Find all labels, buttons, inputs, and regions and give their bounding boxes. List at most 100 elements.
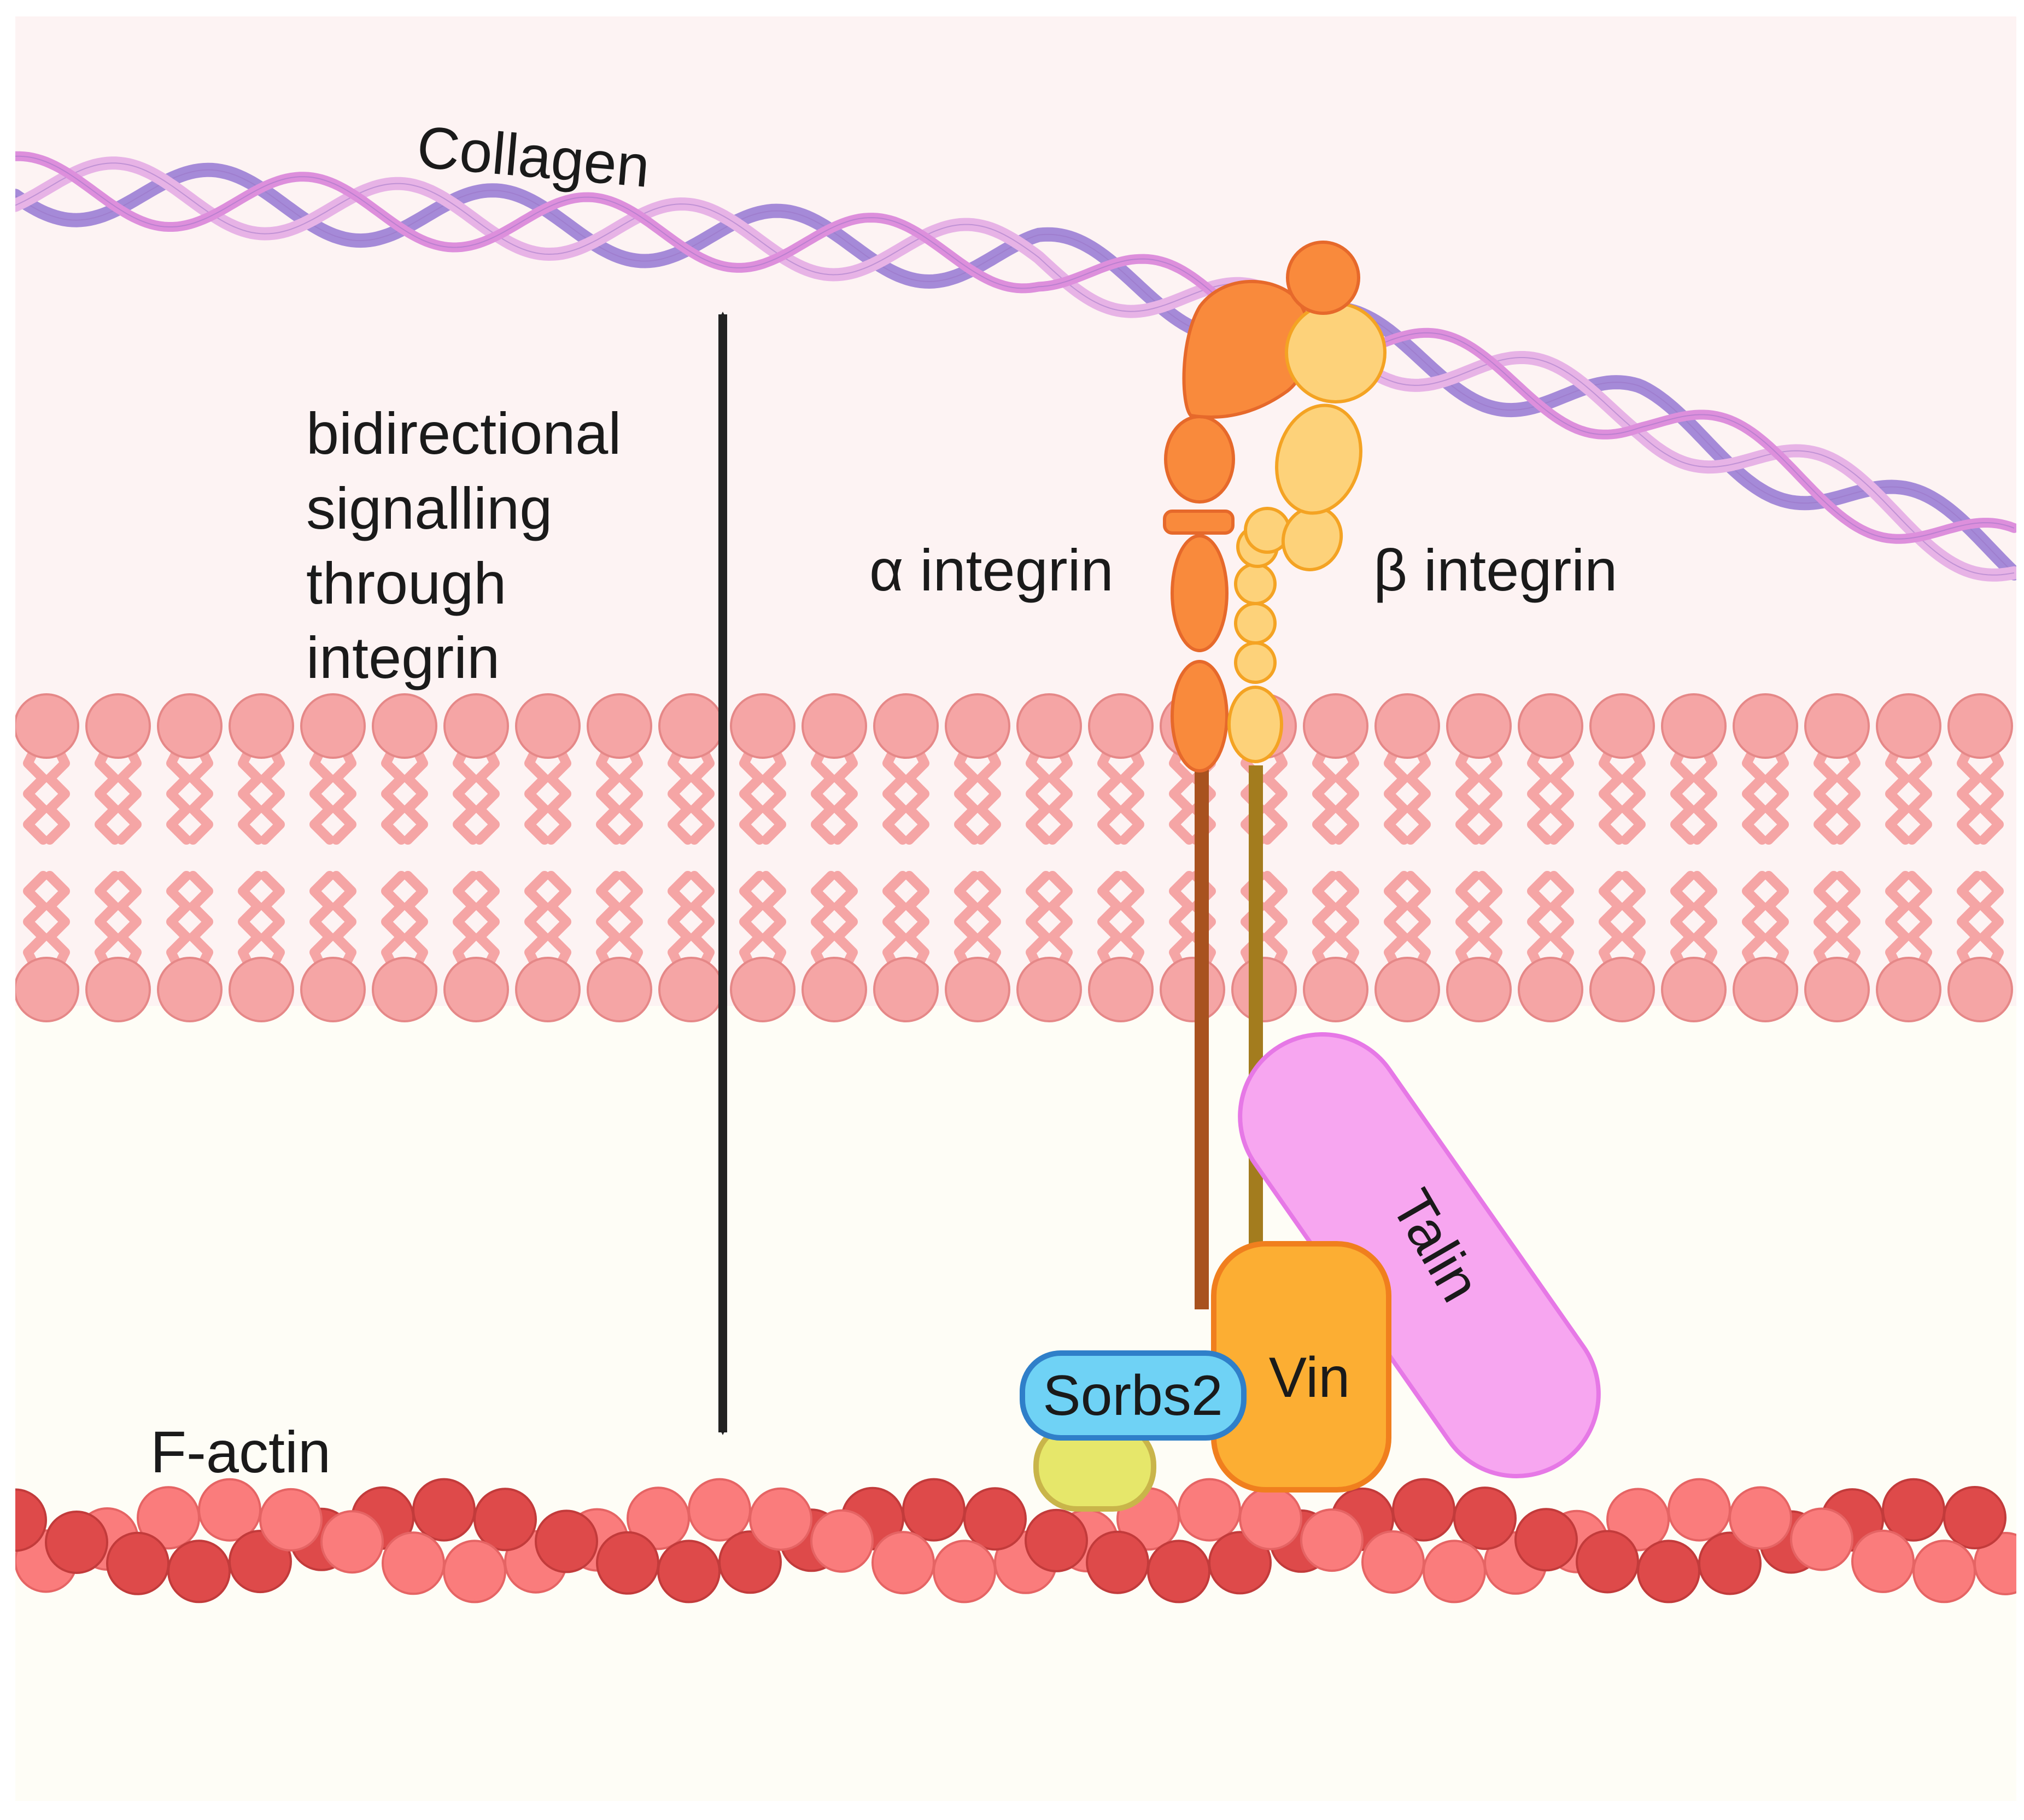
- lipid-head-inner: [1231, 957, 1297, 1022]
- lipid-head-inner: [300, 957, 366, 1022]
- lipid-tail: [689, 871, 715, 973]
- beta-integrin-label: β integrin: [1373, 537, 1617, 603]
- lipid-tail: [904, 743, 929, 845]
- actin-monomer: [1086, 1530, 1149, 1594]
- lipid-tail: [1670, 743, 1695, 845]
- alpha-integrin-genu: [1163, 510, 1235, 535]
- lipid-tail: [1764, 871, 1789, 973]
- lipid-tail: [761, 871, 786, 973]
- lipid-tail: [1477, 743, 1502, 845]
- lipid-tail: [1097, 743, 1122, 845]
- beta-integrin-psi-top: [1286, 241, 1360, 315]
- lipid-head-inner: [1661, 957, 1727, 1022]
- actin-monomer: [1453, 1487, 1517, 1550]
- lipid-tail: [739, 871, 764, 973]
- lipid-tail: [524, 871, 549, 973]
- lipid-tail: [45, 871, 70, 973]
- actin-monomer: [1576, 1530, 1639, 1594]
- lipid-tail: [1692, 743, 1717, 845]
- lipid-tail: [1119, 871, 1144, 973]
- lipid-tail: [116, 743, 142, 845]
- actin-monomer: [1392, 1478, 1455, 1542]
- actin-monomer: [1208, 1531, 1272, 1595]
- lipid-head-inner: [873, 957, 939, 1022]
- lipid-head-inner: [1016, 957, 1082, 1022]
- sorbs2-label: Sorbs2: [1043, 1364, 1223, 1427]
- collagen-strand-2-edge: [15, 162, 2015, 576]
- signalling-label: bidirectional signalling through integri…: [306, 400, 621, 690]
- lipid-tail: [403, 871, 428, 973]
- lipid-tail: [1599, 871, 1624, 973]
- lipid-tail: [23, 743, 48, 845]
- actin-monomer: [198, 1478, 261, 1542]
- actin-monomer: [1361, 1530, 1425, 1594]
- actin-monomer: [596, 1531, 659, 1595]
- lipid-tail: [1907, 743, 1932, 845]
- lipid-tail: [1814, 871, 1839, 973]
- actin-monomer: [473, 1488, 537, 1552]
- actin-monomer: [45, 1511, 108, 1574]
- lipid-tail: [331, 871, 356, 973]
- actin-monomer: [1668, 1478, 1731, 1542]
- lipid-tail: [668, 743, 693, 845]
- lipid-tail: [381, 871, 406, 973]
- signalling-line-2: signalling: [306, 475, 552, 541]
- lipid-head-outer: [300, 693, 366, 759]
- lipid-tail: [1527, 871, 1552, 973]
- lipid-bilayer: [15, 693, 2013, 1022]
- lipid-tail: [23, 871, 48, 973]
- lipid-tail: [1262, 743, 1288, 845]
- lipid-head-outer: [1589, 693, 1655, 759]
- lipid-tail: [1241, 871, 1266, 973]
- lipid-tail: [1979, 743, 2004, 845]
- signalling-line-1: bidirectional: [306, 400, 621, 466]
- lipid-tail: [1026, 743, 1051, 845]
- lipid-head-outer: [1518, 693, 1583, 759]
- beta-integrin-head: [1285, 302, 1387, 403]
- lipid-tail: [546, 743, 571, 845]
- actin-monomer: [1423, 1540, 1486, 1604]
- lipid-head-outer: [730, 693, 795, 759]
- beta-integrin-egf-2: [1234, 602, 1277, 645]
- talin: Talin: [1238, 1032, 1601, 1478]
- actin-monomer: [871, 1531, 935, 1595]
- lipid-head-outer: [945, 693, 1010, 759]
- lipid-tail: [475, 871, 500, 973]
- actin-monomer: [1178, 1478, 1241, 1542]
- f-actin-filament: [15, 1478, 2016, 1604]
- actin-monomer: [902, 1478, 966, 1542]
- lipid-tail: [1384, 871, 1409, 973]
- lipid-head-inner: [1589, 957, 1655, 1022]
- lipid-tail: [1119, 743, 1144, 845]
- lipid-head-outer: [85, 693, 151, 759]
- beta-integrin: [1227, 241, 1387, 1247]
- lipid-head-outer: [1016, 693, 1082, 759]
- lipid-head-inner: [157, 957, 223, 1022]
- actin-monomer: [535, 1509, 598, 1573]
- actin-monomer: [1239, 1487, 1302, 1550]
- lipid-tail: [1262, 871, 1288, 973]
- lipid-tail: [166, 871, 191, 973]
- lipid-head-outer: [157, 693, 223, 759]
- f-actin-label: F-actin: [150, 1419, 331, 1485]
- beta-integrin-egf-3: [1234, 563, 1277, 605]
- lipid-tail: [1169, 871, 1194, 973]
- actin-monomer: [1637, 1540, 1700, 1604]
- lipid-tail: [1312, 871, 1337, 973]
- lipid-tail: [618, 871, 643, 973]
- lipid-tail: [1455, 743, 1481, 845]
- signalling-line-4: integrin: [306, 624, 500, 690]
- beta-integrin-hybrid: [1275, 403, 1362, 515]
- lipid-head-inner: [587, 957, 652, 1022]
- lipid-head-outer: [587, 693, 652, 759]
- lipid-tail: [1670, 871, 1695, 973]
- lipid-head-outer: [1947, 693, 2013, 759]
- lipid-tail: [95, 871, 120, 973]
- lipid-tail: [833, 871, 858, 973]
- actin-monomer: [167, 1540, 231, 1604]
- lipid-tail: [1097, 871, 1122, 973]
- actin-monomer: [320, 1510, 384, 1574]
- actin-monomer: [1025, 1508, 1088, 1572]
